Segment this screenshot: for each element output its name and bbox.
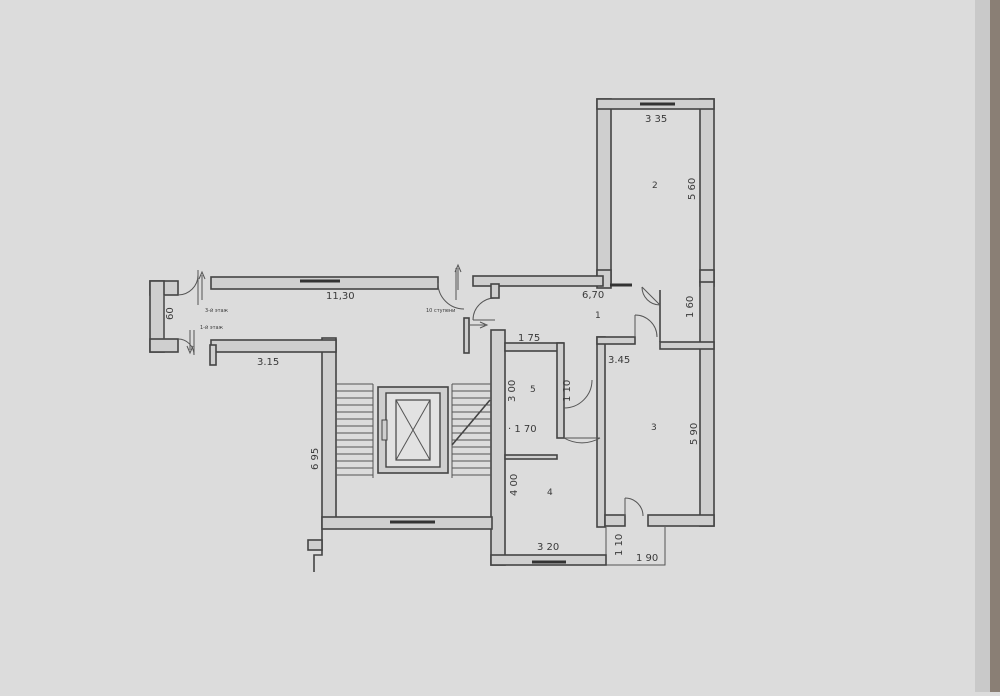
dim-room5-width: 1 75 — [518, 333, 540, 344]
room-1-number: 1 — [595, 311, 601, 321]
background-edge — [990, 0, 1000, 692]
dim-bay-width: 1 90 — [636, 553, 658, 564]
elevator-shaft — [377, 386, 449, 474]
dim-room3-length: 5 90 — [689, 423, 700, 445]
dim-room3-width: 3.45 — [608, 355, 630, 366]
room-4-number: 4 — [547, 488, 553, 498]
note-upper: 3-й этаж — [205, 307, 229, 314]
rooms-4-5-walls — [490, 329, 607, 566]
room-2-walls — [596, 98, 715, 289]
note-lower: 1-й этаж — [200, 324, 224, 331]
dim-bay-depth: 1 10 — [614, 534, 625, 556]
dim-room5-depth: · 1 70 — [508, 424, 537, 435]
dim-room2-width: 3 35 — [645, 114, 667, 125]
dim-gallery-lower: 3.15 — [257, 357, 279, 368]
note-steps: 10 ступени — [426, 308, 455, 314]
dim-room4-width: 3 20 — [537, 542, 559, 553]
dim-room5-door: 1 10 — [562, 380, 573, 402]
dim-room1-length: 6,70 — [582, 290, 604, 301]
room-2-number: 2 — [652, 181, 658, 191]
dim-room2-length: 5 60 — [687, 178, 698, 200]
dim-small-1-60: 1 60 — [685, 296, 696, 318]
room-3-number: 3 — [651, 423, 657, 433]
dim-end-60: 60 — [165, 307, 176, 320]
stair-treads-right — [451, 383, 491, 478]
dim-gallery-length: 11,30 — [326, 291, 355, 302]
staircase — [307, 337, 493, 572]
corridor-walls — [472, 275, 715, 566]
gallery-walls — [149, 268, 500, 366]
room-5-number: 5 — [530, 385, 536, 395]
dim-stair-length: 6 95 — [310, 448, 321, 470]
dim-room5-length: 3 00 — [507, 380, 518, 402]
direction-arrows — [186, 263, 489, 355]
stair-treads-left — [336, 383, 374, 478]
dim-room4-length: 4 00 — [509, 474, 520, 496]
